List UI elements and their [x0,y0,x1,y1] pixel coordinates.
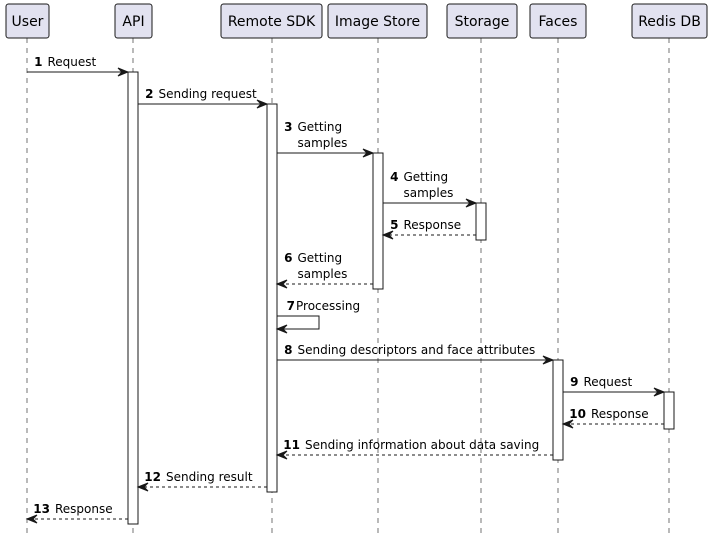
participant-label-faces: Faces [539,14,578,30]
message-label: Response [404,218,462,232]
message-13: 13 Response [25,502,128,524]
participant-api: API [114,3,153,39]
arrowhead [275,279,288,289]
message-label: Sending request [159,87,258,101]
message-3: 3 Getting samples [277,120,375,158]
activation-bar-redis-db [663,391,675,430]
participant-label-user: User [12,14,44,30]
message-9: 9 Request [563,375,666,397]
arrowhead [653,387,666,397]
participant-label-redis-db: Redis DB [638,14,701,30]
message-number: 8 [284,343,292,357]
message-11: 11 Sending information about data saving [275,438,553,460]
lifelines [26,38,670,536]
message-number: 2 [145,87,153,101]
participant-box-remote-sdk [220,3,323,39]
message-label: Sending descriptors and face attributes [298,343,536,357]
message-2: 2 Sending request [138,87,269,109]
message-label: Getting [298,120,343,134]
arrowhead [561,419,574,429]
participant-user: User [5,3,50,39]
message-label: samples [404,186,454,200]
message-label: samples [298,136,348,150]
message-line [277,315,320,330]
participant-label-remote-sdk: Remote SDK [228,14,316,30]
message-label: samples [298,267,348,281]
message-number: 6 [284,251,292,265]
arrowhead [275,450,288,460]
message-number: 9 [570,375,578,389]
participant-label-api: API [122,14,144,30]
arrowhead [256,99,269,109]
message-label: Response [591,407,649,421]
activation-bars [127,71,675,525]
message-number: 4 [390,170,398,184]
arrowhead [136,482,149,492]
arrowhead [362,148,375,158]
message-label: Processing [296,299,360,313]
message-12: 12 Sending result [136,470,267,492]
message-label: Sending information about data saving [305,438,539,452]
participant-label-storage: Storage [455,14,510,30]
message-number: 11 [283,438,300,452]
participant-box-image-store [327,3,428,39]
arrowhead [117,67,130,77]
message-label: Getting [298,251,343,265]
message-1: 1 Request [27,55,130,77]
arrowhead [542,355,555,365]
message-label: Request [48,55,97,69]
message-number: 5 [390,218,398,232]
participant-box-user [5,3,50,39]
participant-label-image-store: Image Store [335,14,420,30]
participants: User API Remote SDK Image Store Storage Faces… [5,3,708,39]
arrowhead [465,198,478,208]
message-label: Response [55,502,113,516]
activation-bar-api [127,71,139,525]
participant-storage: Storage [446,3,518,39]
message-label: Sending result [166,470,253,484]
message-6: 6 Getting samples [275,251,373,289]
participant-redis-db: Redis DB [631,3,708,39]
participant-box-faces [529,3,587,39]
message-10: 10 Response [561,407,664,429]
activation-bar-faces [552,359,564,461]
participant-box-storage [446,3,518,39]
message-4: 4 Getting samples [383,170,478,208]
arrowhead [275,324,288,334]
message-number: 3 [284,120,292,134]
message-number: 1 [34,55,42,69]
participant-box-api [114,3,153,39]
message-label: Request [584,375,633,389]
activation-bar-storage [475,202,487,241]
activation-bar-remote-sdk [266,103,278,493]
message-5: 5 Response [381,218,476,240]
message-number: 10 [569,407,586,421]
message-number: 12 [144,470,161,484]
arrowhead [25,514,38,524]
arrowhead [381,230,394,240]
participant-remote-sdk: Remote SDK [220,3,323,39]
message-label: Getting [404,170,449,184]
participant-faces: Faces [529,3,587,39]
activation-bar-image-store [372,152,384,290]
participant-box-redis-db [631,3,708,39]
message-number: 7 [287,299,295,313]
participant-image-store: Image Store [327,3,428,39]
message-8: 8 Sending descriptors and face attributes [277,343,555,365]
message-number: 13 [33,502,50,516]
